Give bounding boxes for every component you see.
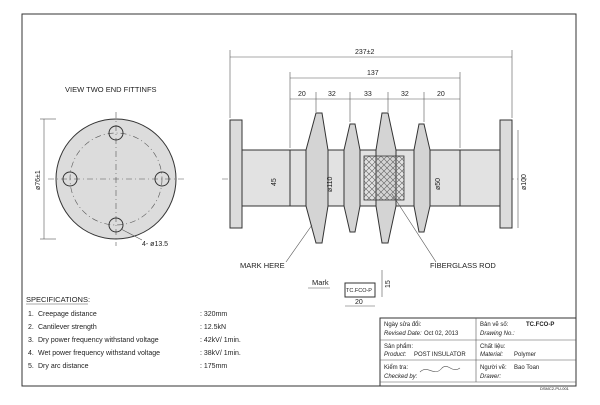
spec-row-no: 3. (28, 337, 34, 344)
seg3-label: 33 (364, 91, 372, 98)
flange-diameter-label: ø76±1 (35, 170, 42, 190)
spec-row-no: 2. (28, 324, 34, 331)
left-end-fitting (241, 149, 291, 207)
tb-drawing-value: TC.FCO-P (526, 322, 554, 328)
tb-material-value: Polymer (514, 352, 536, 358)
tb-date-vn: Ngày sửa đổi: (384, 321, 422, 328)
shed-4 (413, 123, 431, 233)
tb-drawer-en: Drawer: (480, 374, 501, 380)
holes-label: 4- ø13.5 (142, 241, 168, 248)
spec-row-value: : 38kV/ 1min. (200, 350, 241, 357)
shed-1 (305, 112, 329, 244)
left-flange (229, 119, 243, 229)
mark-here-label: MARK HERE (240, 261, 285, 270)
seg1-label: 20 (298, 91, 306, 98)
end-fitting-view: ø76±1 4- ø13.5 (35, 112, 184, 248)
mark-width-label: 20 (355, 299, 363, 306)
end-fitting-dim: 45 (271, 178, 278, 186)
bolt-hole-left (62, 171, 78, 187)
tb-drawer-vn: Người vẽ: (480, 365, 507, 371)
tb-drawing-en: Drawing No.: (480, 331, 515, 337)
title-block: Ngày sửa đổi: Revised Date: Oct 02, 2013… (379, 317, 577, 391)
end-diameter-label: ø100 (521, 174, 528, 190)
shed-2 (343, 123, 361, 233)
mark-title: Mark (312, 278, 329, 287)
spec-row-value: : 42kV/ 1min. (200, 337, 241, 344)
drawing-border (21, 13, 577, 387)
seg5-label: 20 (437, 91, 445, 98)
overall-length-label: 237±2 (355, 49, 375, 56)
view-title: VIEW TWO END FITTINFS (65, 85, 157, 94)
spec-row-label: Cantilever strength (38, 324, 97, 331)
spec-row-no: 5. (28, 363, 34, 370)
inner-length-label: 137 (367, 70, 379, 77)
spec-row-no: 1. (28, 311, 34, 318)
fiberglass-rod-label: FIBERGLASS ROD (430, 261, 496, 270)
spec-row-value: : 12.5kN (200, 324, 226, 331)
rod-diameter-label: ø50 (435, 178, 442, 190)
spec-title: SPECIFICATIONS: (26, 295, 90, 304)
spec-row-label: Dry arc distance (38, 363, 89, 370)
tb-drawer-value: Bao Toan (514, 365, 539, 371)
tb-date-value: Oct 02, 2013 (424, 331, 459, 337)
bolt-hole-bottom (108, 217, 124, 233)
checker-signature (419, 366, 461, 373)
fiberglass-core (363, 155, 405, 201)
bolt-hole-right (154, 171, 170, 187)
insulator-side-view: 45 ø110 ø50 ø100 (222, 112, 528, 244)
tb-material-en: Material: (480, 352, 503, 358)
specifications: SPECIFICATIONS: 1. Creepage distance : 320… (26, 295, 241, 370)
tb-date-en: Revised Date: (384, 331, 422, 337)
spec-row-label: Wet power frequency withstand voltage (38, 350, 160, 357)
shed-diameter-label: ø110 (327, 176, 334, 192)
tb-material-vn: Chất liệu: (480, 344, 506, 350)
bolt-hole-top (108, 125, 124, 141)
right-flange (499, 119, 513, 229)
tb-product-vn: Sản phẩm: (384, 343, 413, 350)
dimension-lines: 237±2 137 20 32 33 32 20 (229, 49, 513, 148)
tb-product-value: POST INSULATOR (414, 352, 466, 358)
tb-footer: DSMC2-PU-001 (540, 386, 570, 391)
seg2-label: 32 (328, 91, 336, 98)
tb-checked-vn: Kiểm tra: (384, 364, 408, 371)
mark-height-label: 15 (385, 280, 392, 288)
tb-drawing-vn: Bản vẽ số: (480, 322, 509, 328)
spec-row-value: : 320mm (200, 311, 227, 318)
mark-box (344, 282, 376, 298)
spec-row-no: 4. (28, 350, 34, 357)
mark-code: TC.FCO-P (346, 288, 372, 294)
spec-row-label: Creepage distance (38, 311, 97, 318)
right-end-fitting (459, 149, 501, 207)
tb-product-en: Product: (384, 352, 407, 358)
spec-row-label: Dry power frequency withstand voltage (38, 337, 159, 344)
spec-row-value: : 175mm (200, 363, 227, 370)
seg4-label: 32 (401, 91, 409, 98)
tb-checked-en: Checked by: (384, 374, 418, 380)
